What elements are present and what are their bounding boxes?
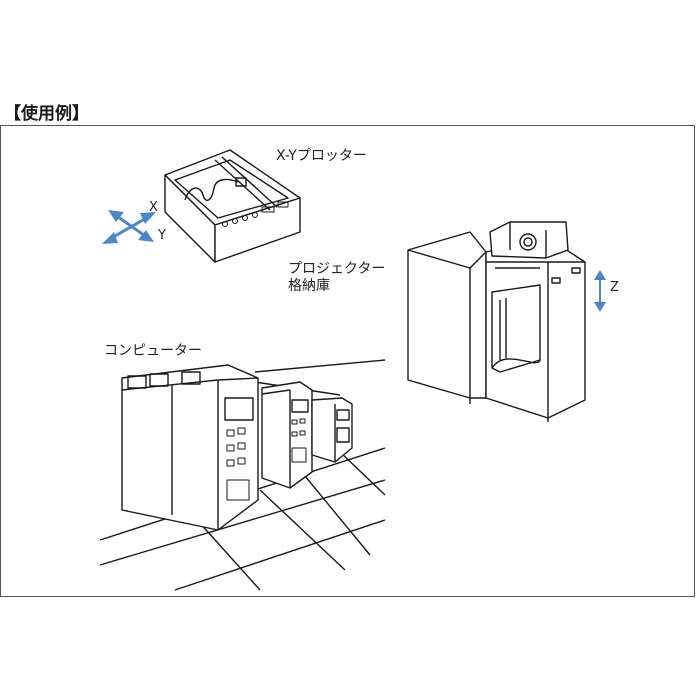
computer-room-illustration [99, 359, 386, 591]
axis-z-label: Z [610, 280, 619, 295]
projector-label-line1: プロジェクター [288, 261, 386, 277]
projector-label-line2: 格納庫 [288, 278, 330, 294]
xy-plotter-illustration [164, 149, 301, 263]
projector-cabinet-illustration [407, 221, 586, 422]
xy-arrows-icon [102, 210, 156, 244]
axis-x-label: X [149, 200, 158, 215]
illustration-frame [0, 125, 695, 597]
z-arrow-icon [594, 270, 606, 312]
plotter-label: X-Yプロッター [276, 148, 367, 164]
computer-label: コンピューター [104, 343, 202, 359]
axis-y-label: Y [158, 228, 166, 243]
section-heading: 【使用例】 [4, 104, 89, 124]
